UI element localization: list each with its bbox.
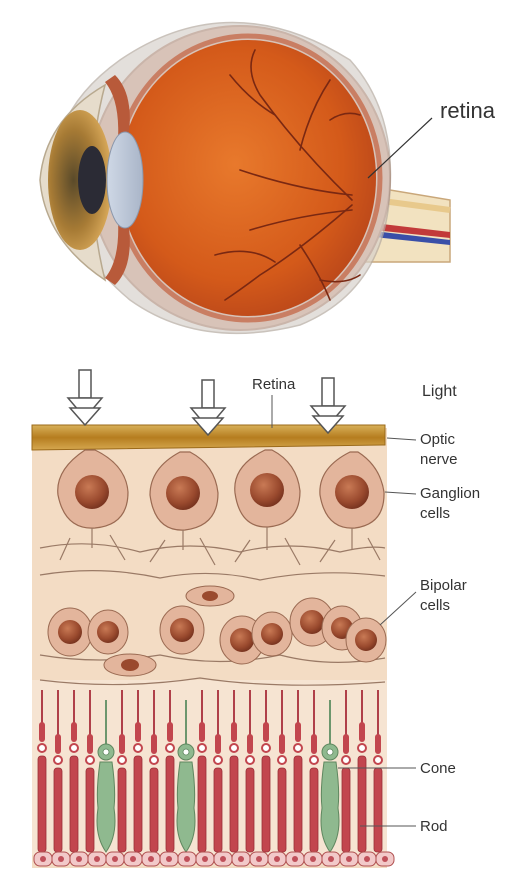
pigment-cell-nucleus xyxy=(328,856,334,862)
pigment-cell-nucleus xyxy=(202,856,208,862)
bipolar-cell xyxy=(160,606,204,654)
ganglion-label-line2: cells xyxy=(420,505,450,522)
pigment-cell-nucleus xyxy=(166,856,172,862)
amacrine-cell xyxy=(104,654,156,676)
light-arrow-1 xyxy=(68,370,102,425)
bipolar-cell xyxy=(252,612,292,656)
bipolar-label-line1: Bipolar xyxy=(420,577,467,594)
cone-label: Cone xyxy=(420,760,456,777)
eye-cross-section: retina xyxy=(40,23,496,334)
light-label: Light xyxy=(422,383,457,400)
optic-nerve-label-line1: Optic xyxy=(420,431,456,448)
retina-section-label: Retina xyxy=(252,376,296,393)
pigment-cell-nucleus xyxy=(238,856,244,862)
pigment-cell-nucleus xyxy=(274,856,280,862)
pigment-cell-nucleus xyxy=(220,856,226,862)
bipolar-cell xyxy=(88,610,128,654)
retina-layers-diagram xyxy=(32,370,394,868)
pigment-cell-nucleus xyxy=(184,856,190,862)
bipolar-label-line2: cells xyxy=(420,597,450,614)
pigment-cell-nucleus xyxy=(58,856,64,862)
retina-label: retina xyxy=(440,98,496,123)
pigment-cell-nucleus xyxy=(94,856,100,862)
pigment-cell-nucleus xyxy=(148,856,154,862)
eye-interior xyxy=(120,40,376,316)
horizontal-cell xyxy=(186,586,234,606)
pupil xyxy=(78,146,106,214)
pigment-cell-nucleus xyxy=(40,856,46,862)
pigment-cell-nucleus xyxy=(76,856,82,862)
pigment-cell-nucleus xyxy=(364,856,370,862)
lens xyxy=(107,132,143,228)
pigment-cell-nucleus xyxy=(310,856,316,862)
bipolar-cell xyxy=(48,608,92,656)
rod-label: Rod xyxy=(420,818,448,835)
pigment-cell-nucleus xyxy=(346,856,352,862)
optic-nerve-label-line2: nerve xyxy=(420,451,458,468)
pigment-cell-nucleus xyxy=(292,856,298,862)
pigment-cell-nucleus xyxy=(382,856,388,862)
ganglion-label-line1: Ganglion xyxy=(420,485,480,502)
pigment-cell-nucleus xyxy=(112,856,118,862)
pigment-cell-nucleus xyxy=(256,856,262,862)
ganglion-pointer xyxy=(385,492,416,494)
pigment-cell-nucleus xyxy=(130,856,136,862)
optic-nerve-pointer xyxy=(387,438,416,440)
